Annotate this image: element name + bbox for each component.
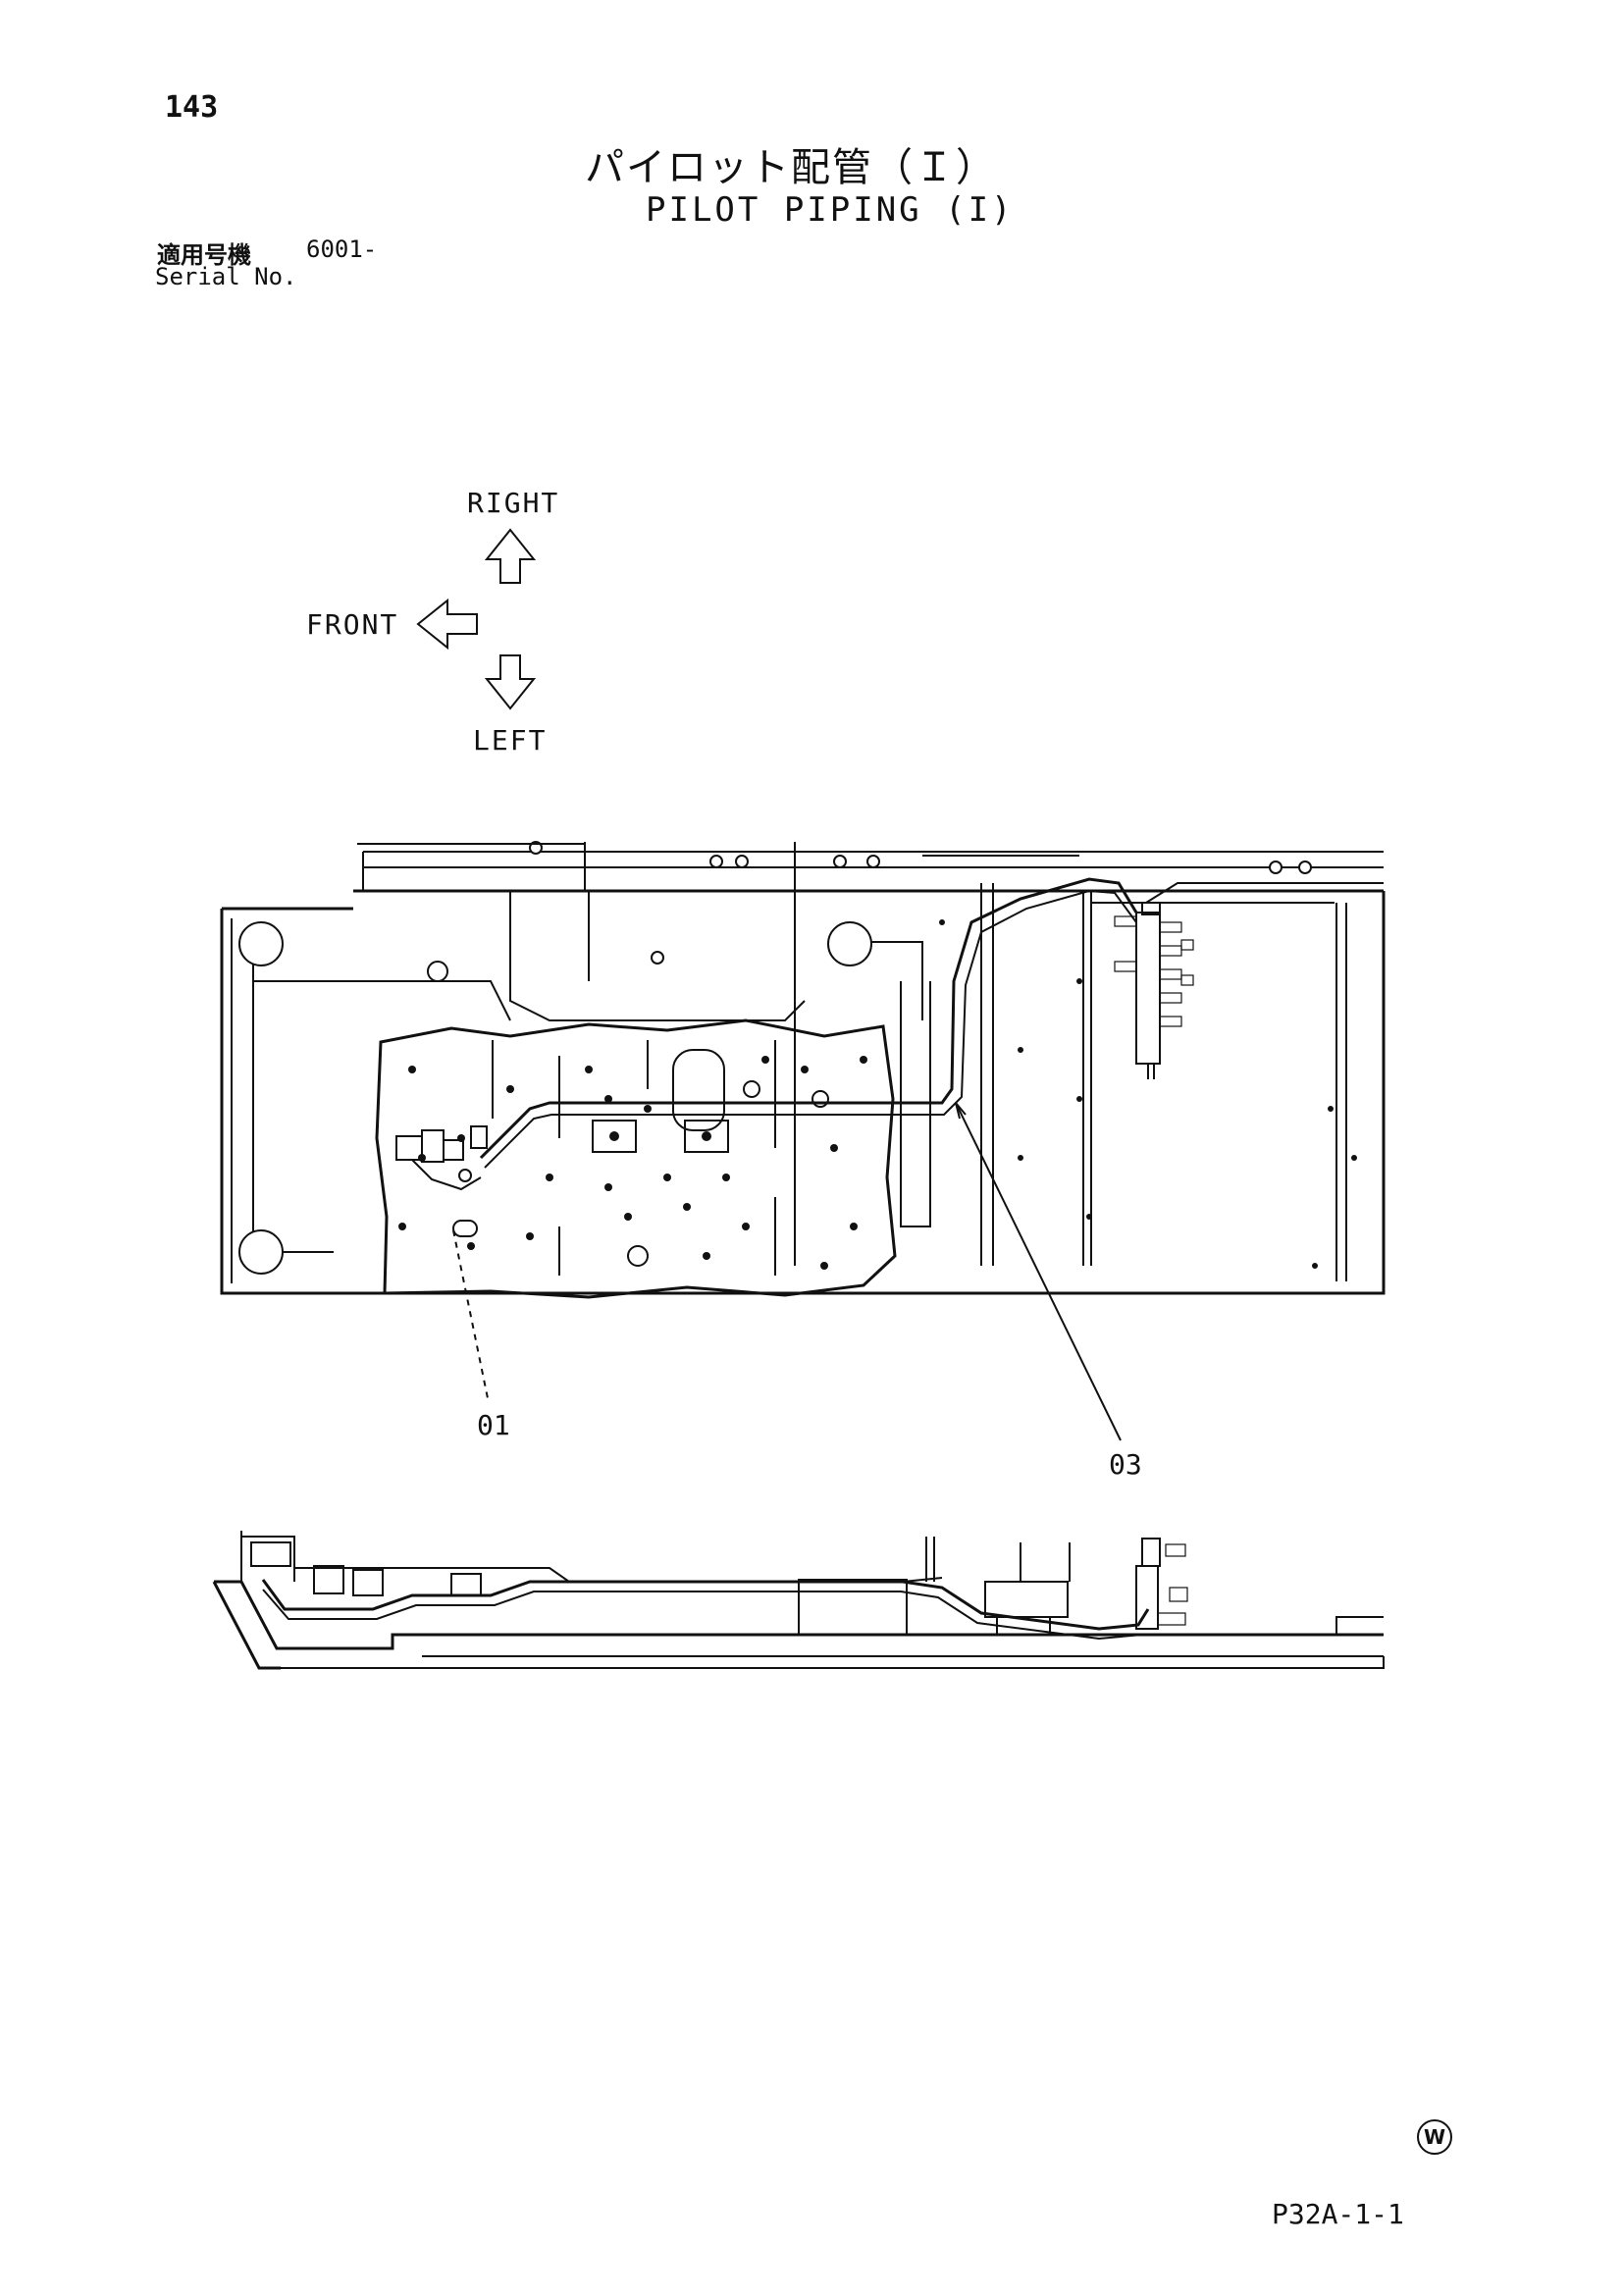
leader-lines: [452, 1102, 1122, 1441]
serial-value: 6001-: [306, 235, 378, 263]
arrow-up-icon: [484, 528, 537, 584]
pilot-fitting-cluster: [395, 1125, 488, 1237]
title-japanese: パイロット配管（Ｉ）: [585, 145, 997, 190]
valve-manifold: [1114, 902, 1194, 1079]
direction-front-label: FRONT: [306, 608, 399, 641]
direction-right-label: RIGHT: [467, 487, 560, 519]
callout-03-label: 03: [1109, 1448, 1142, 1481]
circled-w-icon: W: [1417, 2119, 1452, 2155]
arrow-down-icon: [484, 654, 537, 710]
title-english: PILOT PIPING (I): [646, 190, 1015, 230]
serial-label-english: Serial No.: [155, 263, 297, 290]
serial-label-japanese: 適用号機: [157, 241, 251, 269]
callout-01-label: 01: [477, 1409, 510, 1441]
arrow-left-icon: [416, 598, 478, 651]
pilot-pipe-side: [261, 1538, 1188, 1641]
pilot-pipe-top: [479, 877, 1138, 1169]
direction-left-label: LEFT: [473, 724, 548, 757]
center-plate: [375, 919, 1357, 1299]
document-code: P32A-1-1: [1272, 2198, 1404, 2230]
side-view-frame: [212, 1531, 1385, 1670]
page-number: 143: [165, 90, 219, 125]
